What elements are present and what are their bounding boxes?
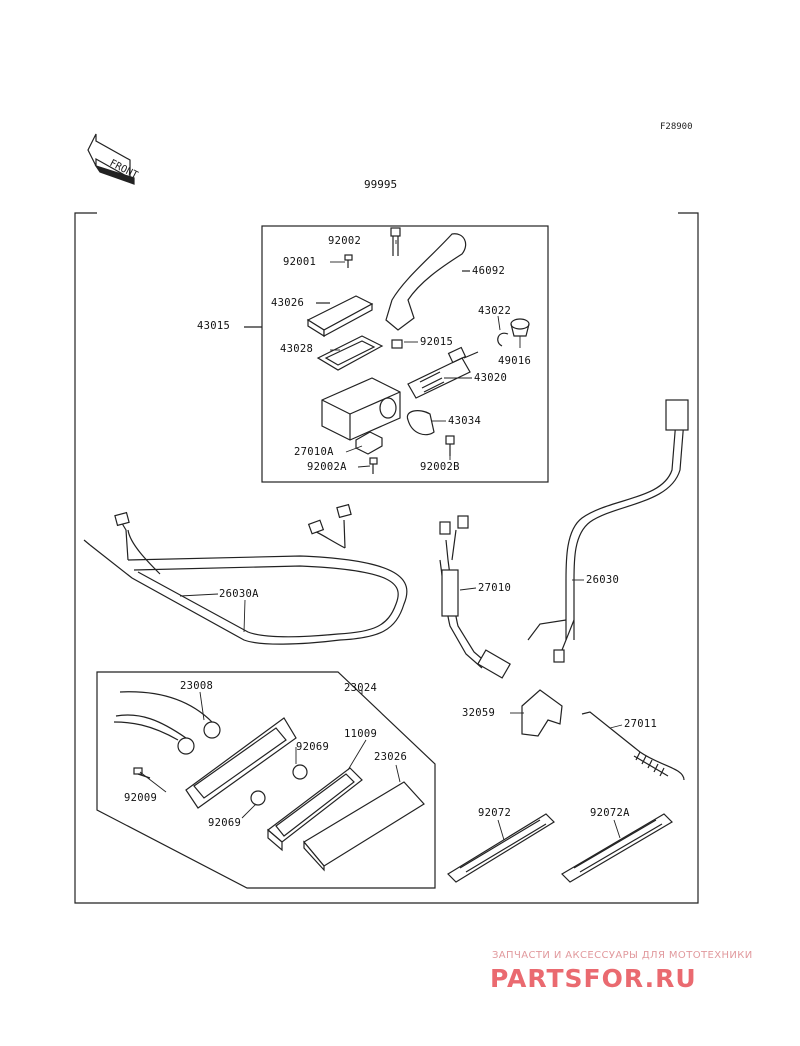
callout-43022: 43022 — [478, 305, 512, 317]
bracket-32059 — [521, 689, 563, 737]
callout-92002A: 92002A — [307, 461, 347, 473]
figure-code: F28900 — [660, 122, 693, 132]
callout-43034: 43034 — [448, 415, 482, 427]
watermark-tagline: ЗАПЧАСТИ И АКСЕССУАРЫ ДЛЯ МОТОТЕХНИКИ — [492, 950, 753, 961]
harness-26030 — [527, 399, 689, 663]
screw-92001 — [344, 254, 353, 268]
callout-92069-upper: 92069 — [296, 741, 330, 753]
diaphragm-43028 — [316, 335, 384, 371]
front-arrow-icon — [87, 133, 135, 185]
screw-92009 — [133, 767, 151, 779]
callout-92001: 92001 — [283, 256, 317, 268]
callout-92072: 92072 — [478, 807, 512, 819]
clip-43022 — [497, 332, 509, 347]
bolt-92002 — [390, 227, 401, 256]
callout-11009: 11009 — [344, 728, 378, 740]
bolt-92002B — [445, 435, 455, 456]
reservoir-cap-43026 — [306, 295, 374, 338]
outer-frame — [74, 212, 699, 904]
callout-92069-lower: 92069 — [208, 817, 242, 829]
callout-32059: 32059 — [462, 707, 496, 719]
callout-49016: 49016 — [498, 355, 532, 367]
callout-27010A: 27010A — [294, 446, 334, 458]
taillight-box — [96, 671, 436, 889]
lens-frame-23024 — [267, 767, 363, 852]
callout-92009: 92009 — [124, 792, 158, 804]
callout-92002: 92002 — [328, 235, 362, 247]
callout-23024: 23024 — [344, 682, 378, 694]
rod-27011 — [581, 711, 685, 781]
callout-26030: 26030 — [586, 574, 620, 586]
callout-43028: 43028 — [280, 343, 314, 355]
callout-92015: 92015 — [420, 336, 454, 348]
watermark-brand: PARTSFOR.RU — [490, 964, 697, 993]
piston-kit-43020 — [407, 346, 479, 399]
screw-92002A — [369, 457, 378, 474]
callout-23008: 23008 — [180, 680, 214, 692]
callout-27010: 27010 — [478, 582, 512, 594]
callout-46092: 46092 — [472, 265, 506, 277]
harness-26030A — [83, 503, 408, 645]
cable-tie-92072 — [447, 813, 555, 883]
callout-92002B: 92002B — [420, 461, 460, 473]
lever-46092 — [385, 233, 467, 331]
callout-92072A: 92072A — [590, 807, 630, 819]
callout-27011: 27011 — [624, 718, 658, 730]
assembly-number: 99995 — [364, 178, 398, 191]
master-cylinder-body — [321, 377, 401, 441]
lens-23026 — [303, 781, 425, 872]
clamp-43034 — [406, 410, 435, 436]
master-cylinder-box — [261, 225, 549, 483]
callout-43015: 43015 — [197, 320, 231, 332]
callout-26030A: 26030A — [219, 588, 259, 600]
callout-23026: 23026 — [374, 751, 408, 763]
callout-43026: 43026 — [271, 297, 305, 309]
cable-tie-92072A — [561, 813, 673, 883]
taillight-housing — [113, 691, 308, 809]
callout-43020: 43020 — [474, 372, 508, 384]
nut-92015 — [391, 339, 403, 349]
cap-49016 — [510, 318, 530, 337]
cable-27010 — [439, 515, 511, 679]
